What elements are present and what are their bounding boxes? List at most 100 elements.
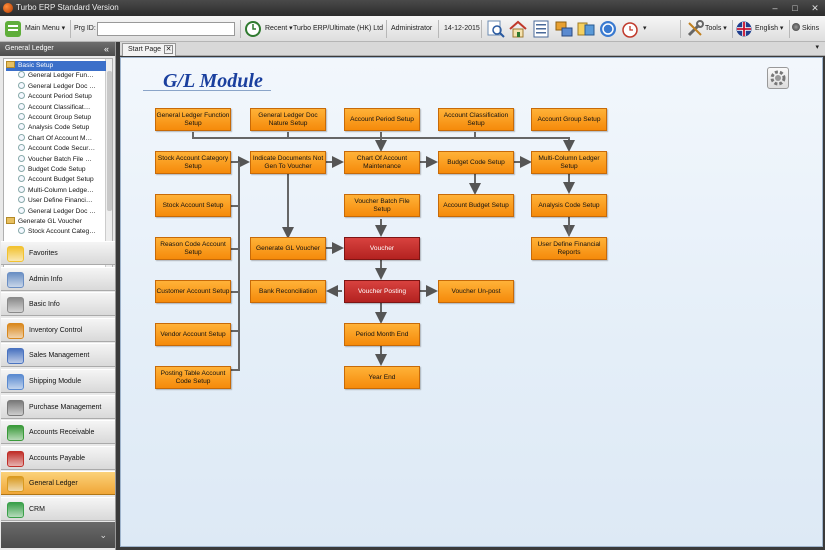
tree-item[interactable]: General Ledger Doc …	[18, 206, 106, 217]
flow-indicate-documents[interactable]: Indicate Documents Not Gen To Voucher	[250, 151, 326, 174]
recent-label: Recent	[265, 25, 288, 32]
search-icon[interactable]	[486, 19, 506, 39]
flow-account-classification-setup[interactable]: Account Classification Setup	[438, 108, 514, 131]
windows-icon[interactable]	[554, 19, 574, 39]
module-inventory-control[interactable]: Inventory Control	[1, 317, 115, 342]
module-crm[interactable]: CRM	[1, 497, 115, 521]
module-sales-management[interactable]: Sales Management	[1, 343, 115, 368]
flow-year-end[interactable]: Year End	[344, 366, 420, 389]
tree-item[interactable]: Stock Account Categ…	[18, 227, 106, 237]
module-basic-info[interactable]: Basic Info	[1, 292, 115, 317]
tree-scrollbar[interactable]	[105, 59, 112, 277]
flow-voucher-unpost[interactable]: Voucher Un-post	[438, 280, 514, 303]
prg-id-input[interactable]	[97, 22, 235, 36]
flow-vendor-account-setup[interactable]: Vendor Account Setup	[155, 323, 231, 346]
tree-item[interactable]: Voucher Batch File …	[18, 154, 106, 165]
export-icon[interactable]	[576, 19, 596, 39]
tools-menu-button[interactable]: Tools ▾	[705, 25, 727, 32]
alarm-icon[interactable]	[620, 19, 640, 39]
home-icon[interactable]	[508, 19, 528, 39]
tree-item[interactable]: Account Period Setup	[18, 92, 106, 102]
tree-folder[interactable]: Basic Setup	[6, 61, 106, 71]
module-general-ledger[interactable]: General Ledger	[1, 471, 115, 496]
flow-chart-of-account-maintenance[interactable]: Chart Of Account Maintenance	[344, 151, 420, 174]
flow-analysis-code-setup[interactable]: Analysis Code Setup	[531, 194, 607, 217]
document-icon	[18, 102, 25, 110]
flow-voucher[interactable]: Voucher	[344, 237, 420, 260]
flow-multi-column-ledger-setup[interactable]: Multi-Column Ledger Setup	[531, 151, 607, 174]
flow-budget-code-setup[interactable]: Budget Code Setup	[438, 151, 514, 174]
list-icon[interactable]	[531, 19, 551, 39]
tree-item[interactable]: Multi-Column Ledge…	[18, 185, 106, 196]
tab-list-dropdown-icon[interactable]: ▾	[815, 44, 819, 51]
module-label: Shipping Module	[29, 378, 82, 385]
collapse-panel-button[interactable]: «	[103, 44, 109, 54]
flow-account-budget-setup[interactable]: Account Budget Setup	[438, 194, 514, 217]
module-accounts-payable[interactable]: Accounts Payable	[1, 445, 115, 470]
tools-icon[interactable]	[685, 19, 705, 39]
language-label: English	[755, 25, 778, 32]
flow-period-month-end[interactable]: Period Month End	[344, 323, 420, 346]
tree-item[interactable]: User Define Financi…	[18, 196, 106, 206]
module-shipping-module[interactable]: Shipping Module	[1, 369, 115, 393]
scrollbar-thumb[interactable]	[107, 71, 112, 211]
flow-stock-account-setup[interactable]: Stock Account Setup	[155, 194, 231, 217]
module-favorites[interactable]: Favorites	[1, 241, 115, 265]
tree-item[interactable]: General Ledger Doc …	[18, 81, 106, 92]
skins-button[interactable]: Skins	[792, 19, 819, 39]
module-icon	[7, 322, 24, 339]
flow-voucher-posting[interactable]: Voucher Posting	[344, 280, 420, 303]
settings-gear-icon[interactable]	[767, 67, 789, 89]
current-date: 14-12-2015	[444, 25, 480, 32]
tree-item[interactable]: General Ledger Fun…	[18, 71, 106, 81]
module-label: Sales Management	[29, 352, 90, 360]
module-icon	[7, 271, 24, 288]
module-label: Purchase Management	[29, 403, 102, 411]
more-modules-button[interactable]: ⌄	[1, 522, 115, 548]
flow-customer-account-setup[interactable]: Customer Account Setup	[155, 280, 231, 303]
tree-item[interactable]: Account Classificat…	[18, 102, 106, 113]
module-purchase-management[interactable]: Purchase Management	[1, 394, 115, 419]
minimize-button[interactable]: –	[772, 3, 778, 13]
toolbar-separator	[732, 20, 733, 38]
flow-reason-code-account-setup[interactable]: Reason Code Account Setup	[155, 237, 231, 260]
flow-account-group-setup[interactable]: Account Group Setup	[531, 108, 607, 131]
main-menu-icon[interactable]	[4, 20, 22, 38]
flow-voucher-batch-file-setup[interactable]: Voucher Batch File Setup	[344, 194, 420, 217]
tree-item[interactable]: Account Group Setup	[18, 113, 106, 123]
app-icon	[3, 3, 13, 13]
clock-icon[interactable]	[244, 20, 262, 38]
toolbar-separator	[386, 20, 387, 38]
document-icon	[18, 133, 25, 141]
flow-bank-reconciliation[interactable]: Bank Reconciliation	[250, 280, 326, 303]
close-window-button[interactable]: ✕	[811, 3, 819, 13]
module-label: Basic Info	[29, 301, 60, 309]
maximize-button[interactable]: □	[792, 3, 798, 13]
close-tab-button[interactable]: ✕	[164, 45, 173, 54]
tree-folder[interactable]: Generate GL Voucher	[6, 217, 106, 227]
tree-item[interactable]: Chart Of Account M…	[18, 133, 106, 144]
module-admin-info[interactable]: Admin Info	[1, 266, 115, 291]
flow-account-period-setup[interactable]: Account Period Setup	[344, 108, 420, 131]
tree-item[interactable]: Account Code Secur…	[18, 144, 106, 154]
module-label: Accounts Payable	[29, 454, 86, 462]
browser-icon[interactable]	[598, 19, 618, 39]
flow-user-define-financial-reports[interactable]: User Define Financial Reports	[531, 237, 607, 260]
uk-flag-icon[interactable]	[736, 21, 752, 37]
document-icon	[18, 71, 25, 79]
main-menu-button[interactable]: Main Menu ▾	[25, 25, 66, 32]
flow-generate-gl-voucher[interactable]: Generate GL Voucher	[250, 237, 326, 260]
recent-menu-button[interactable]: Recent ▾	[265, 25, 293, 32]
flow-posting-table-account-code-setup[interactable]: Posting Table Account Code Setup	[155, 366, 231, 389]
tree-item[interactable]: Analysis Code Setup	[18, 123, 106, 133]
flow-stock-account-category-setup[interactable]: Stock Account Category Setup	[155, 151, 231, 174]
module-accounts-receivable[interactable]: Accounts Receivable	[1, 420, 115, 445]
alarm-dropdown-icon[interactable]: ▾	[643, 25, 647, 32]
language-menu-button[interactable]: English ▾	[755, 25, 784, 32]
flow-gl-doc-nature-setup[interactable]: General Ledger Doc Nature Setup	[250, 108, 326, 131]
tree-item[interactable]: Budget Code Setup	[18, 165, 106, 175]
tree-item-label: Account Budget Setup	[28, 176, 94, 184]
tree-item[interactable]: Account Budget Setup	[18, 175, 106, 185]
tab-start-page[interactable]: Start Page ✕	[122, 43, 176, 56]
flow-gl-function-setup[interactable]: General Ledger Function Setup	[155, 108, 231, 131]
